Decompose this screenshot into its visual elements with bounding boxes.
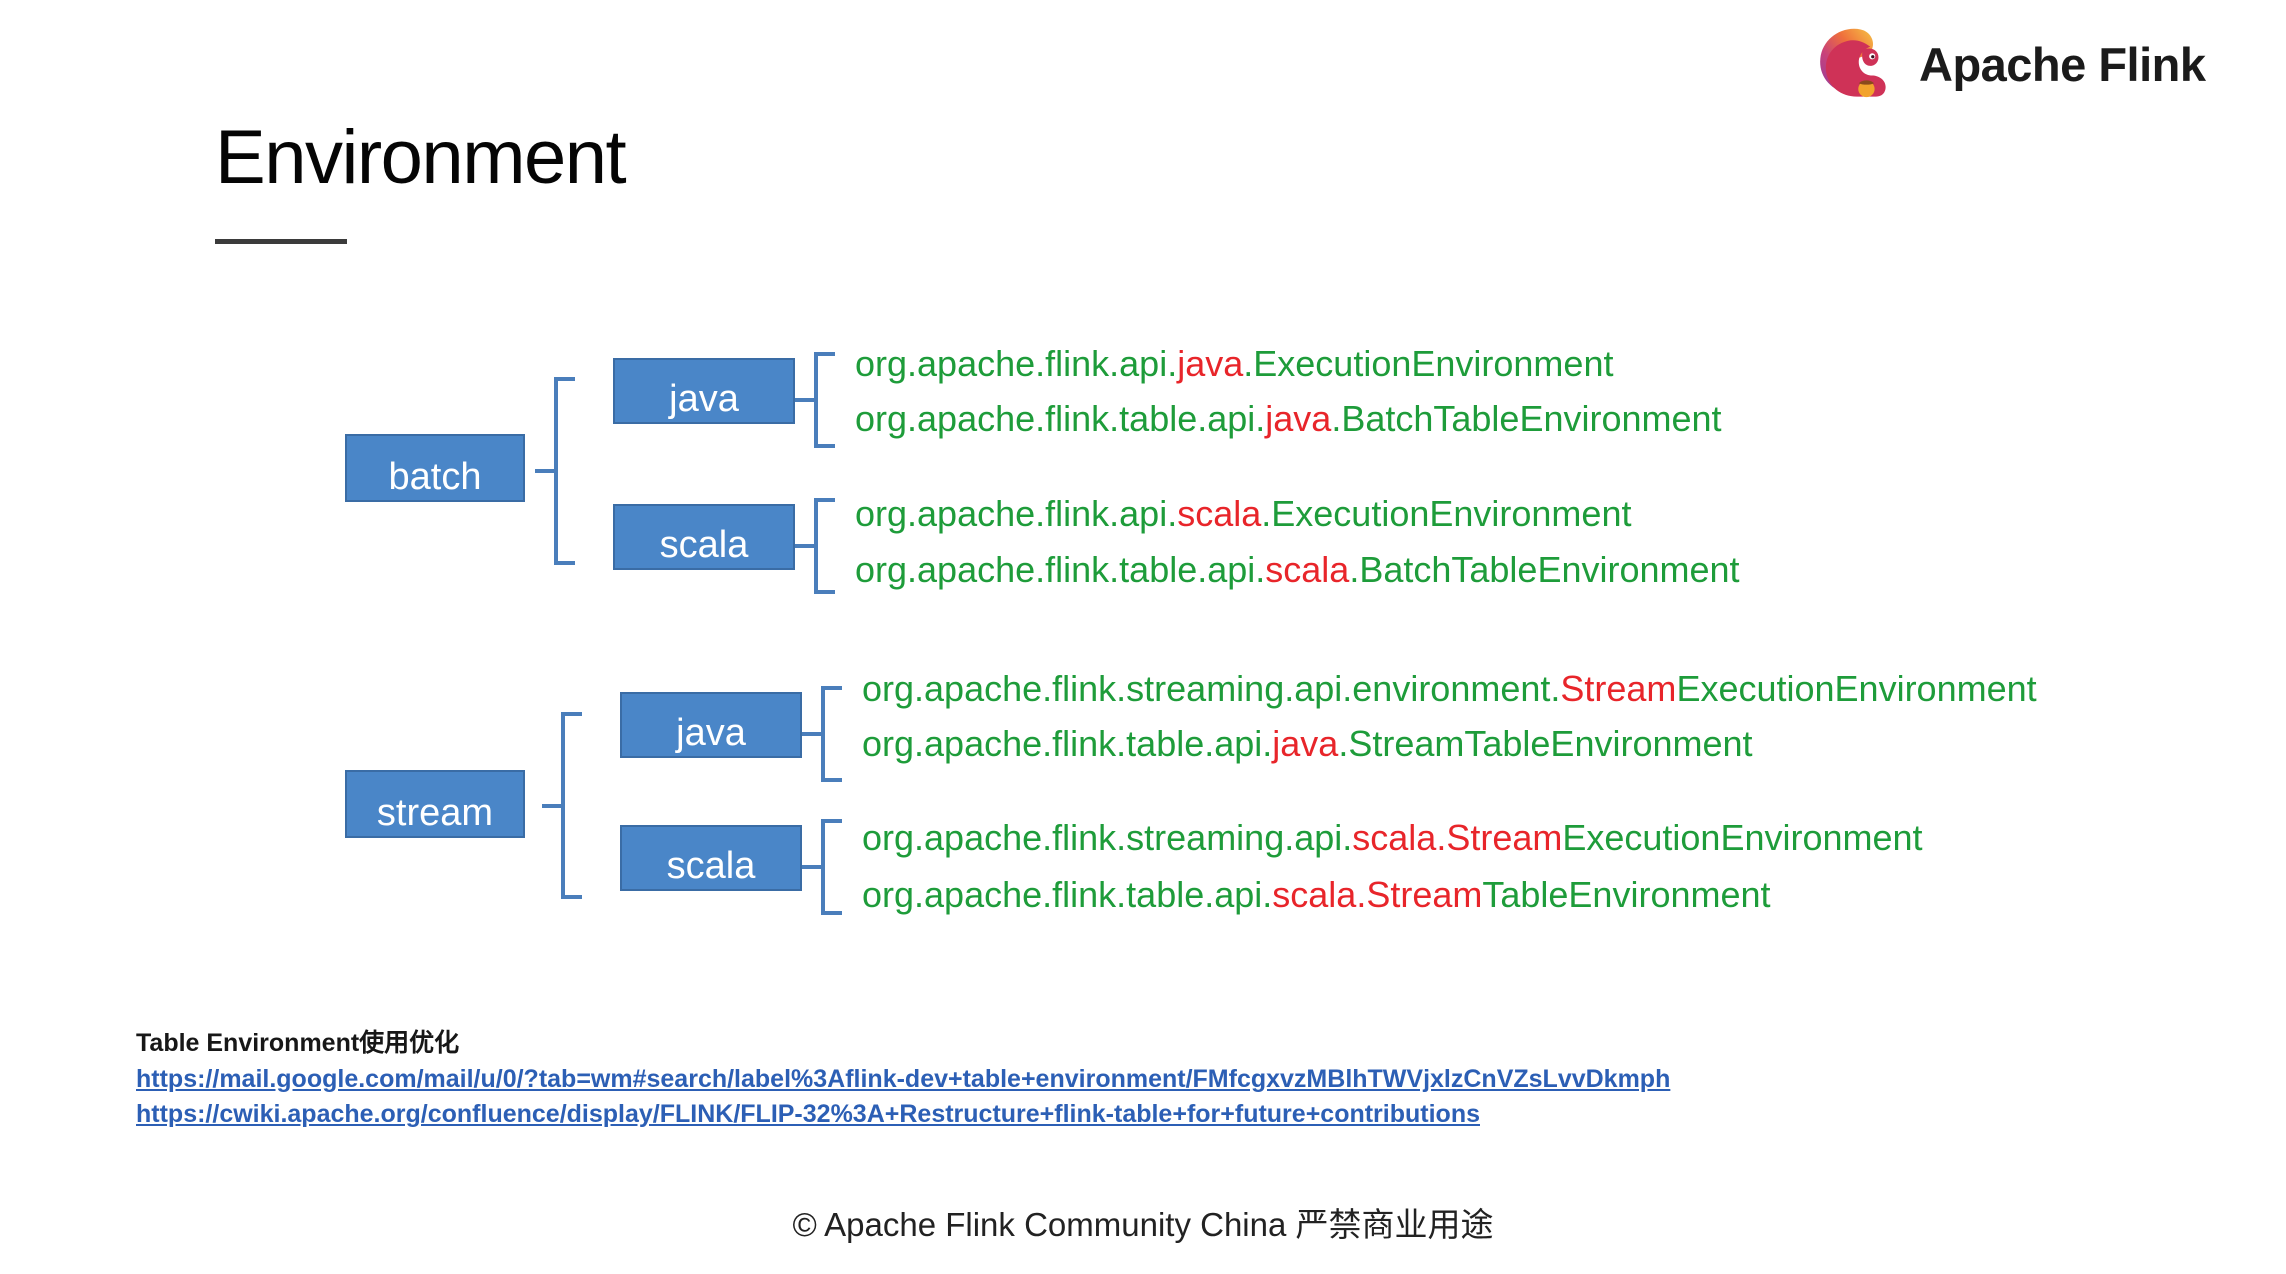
bracket-tip-bottom [554,561,575,565]
code-line-batch-java-2: org.apache.flink.table.api.java.BatchTab… [855,401,1722,437]
code-post: .BatchTableEnvironment [1349,549,1740,590]
reference-notes: Table Environment使用优化 https://mail.googl… [136,1026,1670,1133]
code-line-batch-java-1: org.apache.flink.api.java.ExecutionEnvir… [855,346,1613,382]
bracket-spine [821,686,825,782]
bracket-tip-top [821,819,842,823]
code-highlight: Stream [1560,668,1677,709]
bracket-tip-top [814,498,835,502]
code-post: .BatchTableEnvironment [1331,398,1722,439]
bracket-spine [561,712,565,899]
node-stream-label: stream [376,792,494,834]
code-line-stream-java-1: org.apache.flink.streaming.api.environme… [862,671,2037,707]
bracket-tip-bottom [814,444,835,448]
code-line-stream-scala-2: org.apache.flink.table.api.scala.StreamT… [862,877,1771,913]
code-pre: org.apache.flink.table.api. [855,549,1266,590]
bracket-tip-top [814,352,835,356]
code-highlight: java [1272,723,1339,764]
bracket-stream-children [542,712,584,899]
code-post: ExecutionEnvironment [1676,668,2037,709]
code-highlight: scala.Stream [1352,817,1563,858]
code-pre: org.apache.flink.api. [855,343,1178,384]
code-line-stream-scala-1: org.apache.flink.streaming.api.scala.Str… [862,820,1923,856]
node-stream-java: java [620,692,802,758]
code-line-batch-scala-2: org.apache.flink.table.api.scala.BatchTa… [855,552,1740,588]
code-pre: org.apache.flink.table.api. [862,723,1273,764]
code-pre: org.apache.flink.streaming.api. [862,817,1353,858]
bracket-stub [542,803,562,808]
code-highlight: scala [1177,493,1262,534]
code-post: .ExecutionEnvironment [1261,493,1632,534]
code-post: .StreamTableEnvironment [1338,723,1753,764]
bracket-stub [795,544,815,548]
code-post: .ExecutionEnvironment [1243,343,1614,384]
bracket-stream-scala-lines [802,819,842,915]
node-batch-scala: scala [613,504,795,570]
bracket-tip-top [554,377,575,381]
flink-squirrel-icon [1805,16,1901,112]
brand-logo: Apache Flink [1805,14,2245,114]
node-stream: stream [345,770,525,838]
bracket-spine [814,352,818,448]
reference-link-mail[interactable]: https://mail.google.com/mail/u/0/?tab=wm… [136,1064,1671,1093]
code-line-stream-java-2: org.apache.flink.table.api.java.StreamTa… [862,726,1753,762]
brand-name: Apache Flink [1919,37,2206,91]
node-batch-scala-label: scala [659,524,749,566]
bracket-tip-bottom [561,895,582,899]
node-stream-java-label: java [676,712,746,754]
code-pre: org.apache.flink.api. [855,493,1178,534]
code-post: ExecutionEnvironment [1562,817,1923,858]
code-highlight: java [1177,343,1244,384]
bracket-spine [554,377,558,565]
code-pre: org.apache.flink.streaming.api.environme… [862,668,1561,709]
bracket-batch-children [535,377,577,565]
bracket-spine [814,498,818,594]
bracket-stub [802,865,822,869]
code-highlight: scala.Stream [1272,874,1483,915]
bracket-batch-scala-lines [795,498,835,594]
node-batch-label: batch [388,456,482,498]
bracket-stub [535,469,555,473]
node-stream-scala-label: scala [666,845,756,887]
node-batch-java-label: java [669,378,739,420]
code-line-batch-scala-1: org.apache.flink.api.scala.ExecutionEnvi… [855,496,1631,532]
code-pre: org.apache.flink.table.api. [855,398,1266,439]
notes-heading: Table Environment使用优化 [136,1029,460,1057]
reference-link-cwiki[interactable]: https://cwiki.apache.org/confluence/disp… [136,1100,1480,1128]
bracket-tip-bottom [821,778,842,782]
code-pre: org.apache.flink.table.api. [862,874,1273,915]
bracket-batch-java-lines [795,352,835,448]
code-highlight: scala [1265,549,1350,590]
bracket-spine [821,819,825,915]
code-highlight: java [1265,398,1332,439]
bracket-stub [802,732,822,736]
code-post: TableEnvironment [1482,874,1771,915]
bracket-tip-top [821,686,842,690]
slide-footer: © Apache Flink Community China 严禁商业用途 [792,1206,1494,1243]
node-stream-scala: scala [620,825,802,891]
title-underline-rule [215,239,347,244]
bracket-tip-bottom [821,911,842,915]
node-batch-java: java [613,358,795,424]
node-batch: batch [345,434,525,502]
bracket-stream-java-lines [802,686,842,782]
bracket-tip-bottom [814,590,835,594]
bracket-stub [795,398,815,402]
page-title: Environment [215,115,627,200]
bracket-tip-top [561,712,582,716]
